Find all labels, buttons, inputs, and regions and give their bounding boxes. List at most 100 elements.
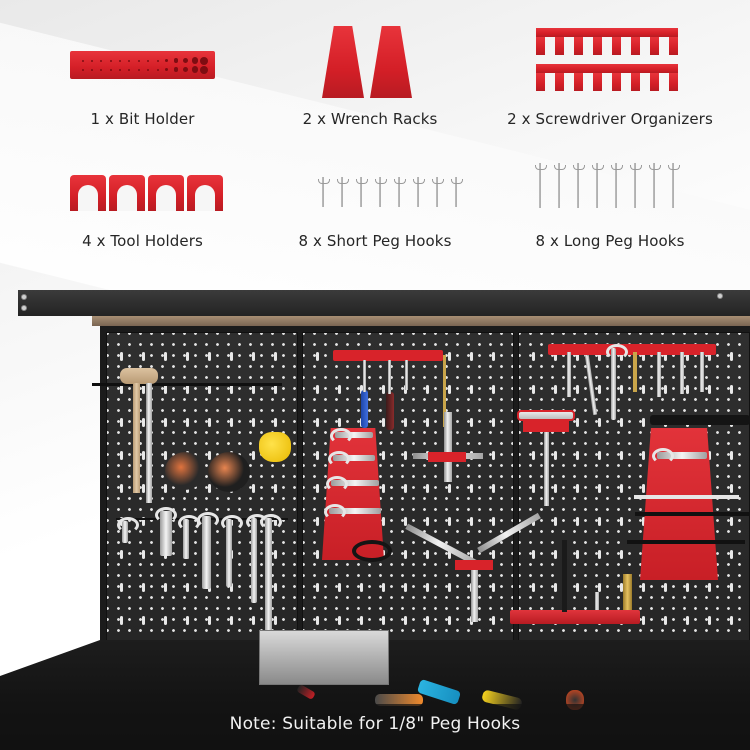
pegboard-slot xyxy=(554,352,557,361)
screwdriver-organizer-icon xyxy=(536,64,678,91)
pegboard-slot xyxy=(492,418,495,427)
wrench-rack-icon xyxy=(322,26,364,98)
pegboard-slot xyxy=(730,583,733,592)
organizer-tooth xyxy=(631,37,640,55)
claw-hammer-icon xyxy=(650,415,750,425)
pegboard-slot xyxy=(252,418,255,427)
pegboard-slot xyxy=(470,418,473,427)
pegboard-slot xyxy=(164,616,167,625)
wrench-icon xyxy=(652,448,707,464)
tool-holder-mounted xyxy=(523,420,569,432)
hex-driver-icon xyxy=(562,540,567,612)
pegboard-slot xyxy=(404,550,407,559)
pegboard-slot xyxy=(382,385,385,394)
pegboard-slot xyxy=(316,451,319,460)
pegboard-slot xyxy=(164,484,167,493)
screwdriver-shaft xyxy=(405,360,408,390)
bit-hole xyxy=(91,68,94,71)
short-peg-hook-icon xyxy=(451,177,463,207)
organizer-tooth xyxy=(574,37,583,55)
pegboard-slot xyxy=(230,385,233,394)
pegboard-slot xyxy=(426,616,429,625)
tool-holder-mounted xyxy=(428,452,466,462)
pegboard-slot xyxy=(382,583,385,592)
pegboard-slot xyxy=(642,616,645,625)
pegboard-slot xyxy=(382,517,385,526)
pegboard-slot xyxy=(576,451,579,460)
accessory-tool-holders: 4 x Tool Holders xyxy=(40,150,245,260)
long-peg-hook-icon xyxy=(630,163,642,208)
pegboard-slot xyxy=(532,484,535,493)
bolt-icon xyxy=(717,293,723,299)
pegboard-slot xyxy=(576,352,579,361)
pegboard-slot xyxy=(664,385,667,394)
long-peg-hook-icon xyxy=(573,163,585,208)
pegboard-slot xyxy=(164,352,167,361)
short-peg-hook-icon xyxy=(432,177,444,207)
pegboard-slot xyxy=(576,484,579,493)
organizer-tooth xyxy=(593,37,602,55)
bit-hole xyxy=(182,57,189,64)
pegboard-slot xyxy=(576,418,579,427)
pegboard-slot xyxy=(316,550,319,559)
pegboard-slot xyxy=(642,352,645,361)
organizer-tooth xyxy=(631,73,640,91)
pegboard-slot xyxy=(576,550,579,559)
pegboard-slot xyxy=(252,385,255,394)
pegboard-slot xyxy=(642,385,645,394)
brass-screwdriver-icon xyxy=(443,355,446,427)
pegboard-slot xyxy=(120,583,123,592)
screwdriver-dark-icon xyxy=(386,392,394,430)
pegboard-slot xyxy=(274,385,277,394)
organizer-tooth xyxy=(650,37,659,55)
pegboard-slot xyxy=(708,616,711,625)
accessory-screwdriver-organizers: 2 x Screwdriver Organizers xyxy=(485,0,735,135)
bit-hole xyxy=(109,68,112,71)
t-handle-shaft xyxy=(544,420,549,506)
pegboard-slot xyxy=(664,583,667,592)
pegboard-slot xyxy=(274,484,277,493)
pegboard-slot xyxy=(470,385,473,394)
short-peg-hook-icon xyxy=(375,177,387,207)
pegboard-slot xyxy=(554,550,557,559)
pegboard-slot xyxy=(620,484,623,493)
pegboard-slot xyxy=(730,517,733,526)
pegboard-slot xyxy=(642,451,645,460)
metal-toolbox xyxy=(259,630,389,685)
bit-hole xyxy=(174,67,179,72)
bolt-icon xyxy=(21,294,27,300)
wrench-rack-mounted xyxy=(322,428,384,560)
pegboard-slot xyxy=(708,451,711,460)
pegboard-slot xyxy=(120,484,123,493)
organizer-tooth xyxy=(555,37,564,55)
pegboard-slot xyxy=(404,484,407,493)
long-peg-hook-icon xyxy=(649,163,661,208)
bolt-icon xyxy=(21,305,27,311)
bit-hole xyxy=(182,66,189,73)
pegboard-slot xyxy=(252,616,255,625)
pegboard-slot xyxy=(252,352,255,361)
pegboard-slot xyxy=(274,583,277,592)
pegboard-slot xyxy=(554,484,557,493)
wrench-icon xyxy=(178,515,200,559)
pegboard-slot xyxy=(208,418,211,427)
pegboard-slot xyxy=(186,616,189,625)
pegboard-slot xyxy=(620,583,623,592)
pegboard-slot xyxy=(598,583,601,592)
pegboard-slot xyxy=(274,418,277,427)
shelf-underside xyxy=(92,316,750,326)
screwdriver-shaft xyxy=(700,352,704,392)
pegboard-slot xyxy=(208,451,211,460)
pegboard-slot xyxy=(426,385,429,394)
pegboard-slot xyxy=(598,352,601,361)
bit-hole xyxy=(174,58,179,63)
pegboard-slot xyxy=(598,550,601,559)
pegboard-slot xyxy=(142,352,145,361)
screwdriver-organizer-icon xyxy=(536,28,678,55)
pegboard-slot xyxy=(142,385,145,394)
pegboard-slot xyxy=(642,418,645,427)
tape-measure-yellow-icon xyxy=(259,432,291,462)
screwdriver-rack xyxy=(548,344,716,355)
pegboard-slot xyxy=(164,418,167,427)
pegboard-slot xyxy=(448,517,451,526)
